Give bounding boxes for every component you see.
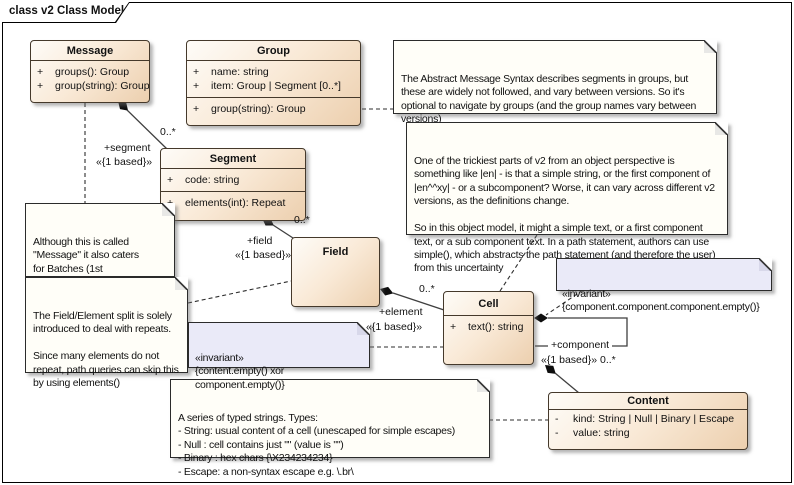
member-text: kind: String | Null | Binary | Escape	[573, 413, 735, 425]
composition-diamond-cell-component[interactable]	[534, 313, 548, 323]
note-message-alias[interactable]: Although this is called "Message" it als…	[25, 203, 175, 288]
stereotype-multiplicity-label: «{1 based}» 0..*	[541, 354, 616, 366]
attributes-compartment: - kind: String | Null | Binary | Escape -…	[549, 409, 747, 444]
member-row: +elements(int): Repeat	[167, 196, 301, 210]
member-text: group(string): Group	[211, 103, 306, 115]
attributes-compartment: + code: string	[161, 168, 305, 191]
note-text: «invariant» {content.empty() xor compone…	[195, 351, 285, 391]
class-title: Content	[627, 395, 669, 407]
visibility: +	[193, 103, 200, 115]
class-title: Group	[257, 45, 290, 57]
composition-diamond-message-segment[interactable]	[118, 101, 129, 111]
visibility: +	[37, 80, 44, 92]
member-text: group(string): Group	[55, 80, 150, 92]
member-row: + text(): string	[450, 320, 529, 334]
member-text: name: string	[211, 66, 269, 78]
notelink-field-element[interactable]	[187, 280, 292, 304]
visibility: -	[555, 427, 559, 439]
multiplicity-label: 0..*	[294, 214, 310, 226]
note-text: The Abstract Message Syntax describes se…	[401, 72, 697, 126]
visibility: -	[555, 413, 559, 425]
diagram-title: class v2 Class Model	[9, 5, 125, 17]
operations-compartment: + text(): string	[444, 315, 533, 364]
note-typed-strings[interactable]: A series of typed strings. Types: - Stri…	[170, 379, 490, 478]
class-title: Field	[322, 246, 349, 258]
member-row: + item: Group | Segment [0..*]	[193, 79, 356, 93]
role-label: +segment	[104, 142, 151, 154]
member-row: + group(string): Group	[193, 102, 356, 116]
diagram-frame-tab[interactable]: class v2 Class Model	[2, 2, 130, 23]
role-label: +component	[548, 339, 613, 351]
note-text: The Field/Element split is solely introd…	[33, 309, 179, 390]
stereotype-label: «{1 based}»	[366, 321, 423, 333]
operations-compartment: + groups(): Group + group(string): Group	[31, 60, 149, 97]
member-row: + groups(): Group	[37, 65, 145, 79]
note-fold-icon	[704, 40, 717, 53]
visibility: +	[193, 80, 200, 92]
stereotype-label: «{1 based}»	[235, 249, 292, 261]
notelink-invariant-component[interactable]	[545, 289, 584, 316]
note-fold-icon	[759, 258, 772, 271]
member-row: - kind: String | Null | Binary | Escape	[555, 412, 743, 426]
class-group[interactable]: Group + name: string + item: Group | Segme…	[186, 40, 361, 126]
note-fold-icon	[357, 322, 370, 335]
member-text: item: Group | Segment [0..*]	[211, 80, 341, 92]
note-fold-icon	[175, 277, 188, 290]
class-content[interactable]: Content - kind: String | Null | Binary | …	[548, 392, 748, 450]
visibility: +	[37, 66, 44, 78]
note-fold-icon	[477, 379, 490, 392]
note-abstract-message-syntax[interactable]: The Abstract Message Syntax describes se…	[393, 40, 717, 125]
member-row: + group(string): Group	[37, 79, 149, 93]
member-row: + name: string	[193, 65, 356, 79]
class-segment[interactable]: Segment + code: string +elements(int): Re…	[160, 148, 306, 221]
composition-segment-field[interactable]	[272, 224, 294, 239]
multiplicity-label: 0..*	[419, 283, 435, 295]
note-text: «invariant» {component.component.compone…	[562, 287, 760, 314]
visibility: +	[193, 66, 200, 78]
note-text: One of the trickiest parts of v2 from an…	[414, 154, 716, 275]
member-text: text(): string	[468, 321, 524, 333]
member-text: elements(int): Repeat	[185, 197, 286, 209]
note-invariant-component[interactable]: «invariant» {component.component.compone…	[556, 258, 772, 313]
member-text: groups(): Group	[55, 66, 130, 78]
composition-diamond-field-cell[interactable]	[380, 286, 394, 296]
stereotype-label: «{1 based}»	[96, 156, 153, 168]
class-cell[interactable]: Cell + text(): string	[443, 291, 534, 365]
class-title: Cell	[478, 298, 499, 310]
role-label: +field	[247, 235, 273, 247]
role-label: +element	[379, 306, 423, 318]
class-title: Message	[66, 45, 114, 57]
class-title: Segment	[209, 153, 257, 165]
class-message[interactable]: Message + groups(): Group + group(string):…	[30, 40, 150, 103]
multiplicity-label: 0..*	[160, 126, 176, 138]
member-text: code: string	[185, 174, 240, 186]
member-row: + code: string	[167, 173, 301, 187]
member-text: value: string	[573, 427, 630, 439]
member-row: - value: string	[555, 426, 743, 440]
note-field-element-split[interactable]: The Field/Element split is solely introd…	[25, 277, 188, 389]
diagram-frame-tab-face: class v2 Class Model	[2, 2, 129, 22]
attributes-compartment: + name: string + item: Group | Segment [0.…	[187, 60, 360, 97]
composition-diamond-cell-content[interactable]	[545, 365, 556, 374]
composition-message-segment[interactable]	[126, 109, 168, 150]
visibility: +	[167, 174, 174, 186]
operations-compartment: + group(string): Group	[187, 97, 360, 120]
note-fold-icon	[162, 203, 175, 216]
composition-field-cell[interactable]	[392, 292, 445, 311]
note-text: A series of typed strings. Types: - Stri…	[178, 411, 455, 478]
composition-cell-content[interactable]	[554, 372, 580, 394]
note-trickiest-parts[interactable]: One of the trickiest parts of v2 from an…	[406, 122, 728, 274]
visibility: +	[450, 321, 457, 333]
note-fold-icon	[715, 122, 728, 135]
class-field[interactable]: Field	[291, 237, 380, 307]
operations-compartment: +elements(int): Repeat	[161, 191, 305, 214]
note-invariant-content[interactable]: «invariant» {content.empty() xor compone…	[188, 322, 370, 391]
